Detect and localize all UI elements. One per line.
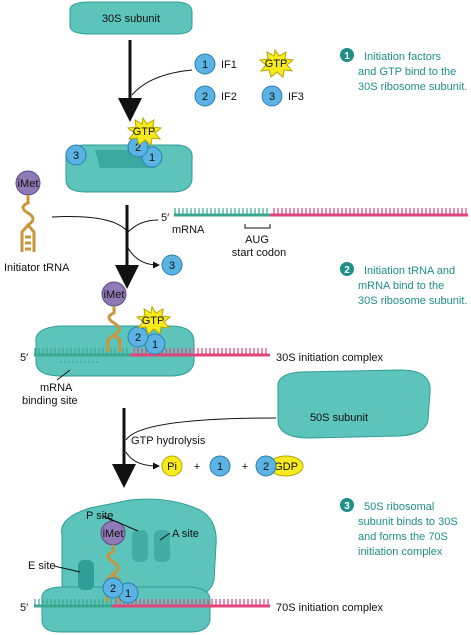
if3-release-curve <box>127 247 160 269</box>
e-site-label: E site <box>28 560 56 572</box>
svg-text:1: 1 <box>152 339 158 351</box>
step1-description: 1 Initiation factors and GTP bind to the… <box>340 48 467 93</box>
svg-text:3: 3 <box>269 91 275 103</box>
trna-entry-curve <box>51 216 127 231</box>
initiator-trna-label: Initiator tRNA <box>4 262 70 274</box>
svg-text:1: 1 <box>217 461 223 473</box>
step3-description: 3 50S ribosomal subunit binds to 30S and… <box>340 498 458 558</box>
step3-line3: and forms the 70S <box>358 531 448 543</box>
step3-line4: initiation complex <box>358 546 443 558</box>
aug-label: AUG <box>245 234 269 246</box>
svg-text:3: 3 <box>169 260 175 272</box>
start-codon-label: start codon <box>232 247 286 259</box>
mrna-5prime-3: 5′ <box>20 602 28 614</box>
gtp-label-mid: GTP <box>133 126 156 138</box>
step1-line3: 30S ribosome subunit. <box>358 81 467 93</box>
30s-with-factors: 3 1 2 GTP <box>65 116 193 193</box>
svg-text:2: 2 <box>110 583 116 595</box>
gtp-label-complex: GTP <box>142 315 165 327</box>
if2-label: IF2 <box>221 91 237 103</box>
svg-text:+: + <box>242 461 248 473</box>
if2-factor: 2 IF2 <box>194 85 237 107</box>
30s-initiation-complex: 5′ 30S initiation complex iMet 1 2 GTP m… <box>20 281 384 407</box>
mrna-strand-1: 5′ mRNA AUG start codon <box>161 208 468 259</box>
step1-line2: and GTP bind to the <box>358 66 456 78</box>
gdp-label: GDP <box>274 461 298 473</box>
complex-70s-label: 70S initiation complex <box>276 602 384 614</box>
step1-line1: Initiation factors <box>364 51 442 63</box>
p-site-label: P site <box>86 510 113 522</box>
step2-line1: Initiation tRNA and <box>364 265 455 277</box>
mrna-entry-curve <box>127 219 159 233</box>
svg-text:2: 2 <box>135 142 141 154</box>
svg-text:+: + <box>194 461 200 473</box>
step2-line2: mRNA bind to the <box>358 280 444 292</box>
mrna-5prime-1: 5′ <box>161 212 169 224</box>
30s-subunit-free: 30S subunit <box>69 1 193 35</box>
step2-badge: 2 <box>344 265 350 276</box>
svg-text:3: 3 <box>73 150 79 162</box>
released-products: Pi + 1 + GDP 2 <box>161 455 304 477</box>
svg-text:2: 2 <box>263 461 269 473</box>
70s-initiation-complex: 5′ 70S initiation complex iMet 1 2 P sit… <box>20 498 384 633</box>
svg-text:2: 2 <box>135 332 141 344</box>
gtp-hydrolysis-label: GTP hydrolysis <box>131 435 206 447</box>
release-curve <box>125 451 160 470</box>
svg-text:1: 1 <box>125 588 131 600</box>
step2-line3: 30S ribosome subunit. <box>358 295 467 307</box>
mrna-label: mRNA <box>172 224 205 236</box>
svg-text:2: 2 <box>202 91 208 103</box>
gtp-label-top: GTP <box>265 58 288 70</box>
if1-label: IF1 <box>221 59 237 71</box>
step3-line2: subunit binds to 30S <box>358 516 458 528</box>
if3-released: 3 <box>161 254 183 276</box>
step3-line1: 50S ribosomal <box>364 501 434 513</box>
30s-subunit-label: 30S subunit <box>102 13 160 25</box>
if1-factor: 1 IF1 <box>194 53 237 75</box>
50s-subunit-free: 50S subunit <box>277 369 431 439</box>
50s-subunit-label: 50S subunit <box>310 412 368 424</box>
svg-text:1: 1 <box>202 59 208 71</box>
pi-label: Pi <box>167 461 177 473</box>
svg-text:1: 1 <box>149 152 155 164</box>
mrna-5prime-2: 5′ <box>20 352 28 364</box>
50s-entry-curve <box>125 417 277 441</box>
imet-label-2: iMet <box>104 289 125 301</box>
factor-entry-curve <box>131 69 193 96</box>
complex-30s-label: 30S initiation complex <box>276 352 384 364</box>
step3-badge: 3 <box>344 501 350 512</box>
step2-description: 2 Initiation tRNA and mRNA bind to the 3… <box>340 262 467 307</box>
imet-label-1: iMet <box>18 178 39 190</box>
if3-factor: 3 IF3 <box>261 85 304 107</box>
a-site-label: A site <box>172 528 199 540</box>
imet-label-3: iMet <box>103 528 124 540</box>
step1-badge: 1 <box>344 51 350 62</box>
mrna-binding-site-label1: mRNA <box>40 382 73 394</box>
gtp-burst-top: GTP <box>258 48 295 78</box>
if3-label: IF3 <box>288 91 304 103</box>
initiator-trna: iMet Initiator tRNA <box>4 170 70 274</box>
mrna-binding-site-label2: binding site <box>22 395 78 407</box>
